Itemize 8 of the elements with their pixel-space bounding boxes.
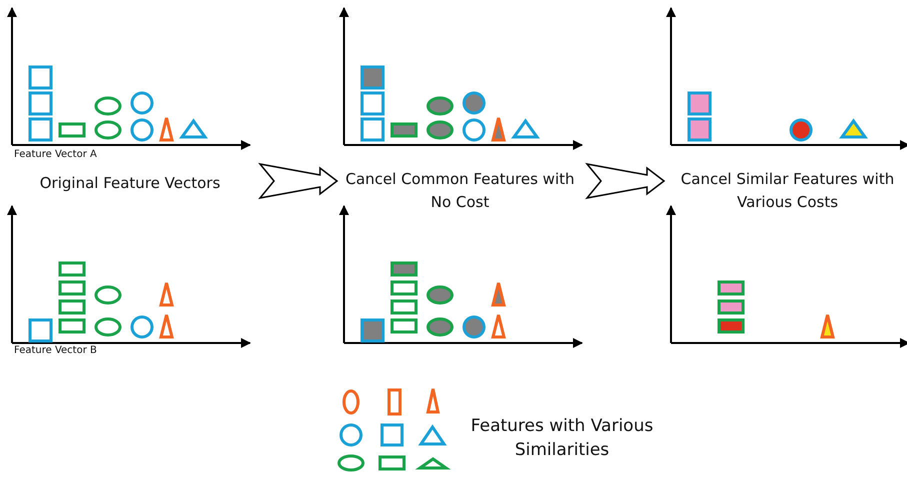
stage-label: Original Feature Vectors [10,172,250,195]
axis-caption: Feature Vector B [14,344,98,358]
hollow-arrow [585,162,666,200]
hollow-arrow [258,162,338,200]
axis-caption: Feature Vector A [14,148,98,162]
stage-label: Cancel Similar Features with Various Costs [675,168,900,214]
legend-caption: Features with Various Similarities [470,415,654,462]
stage-label: Cancel Common Features with No Cost [345,168,575,214]
